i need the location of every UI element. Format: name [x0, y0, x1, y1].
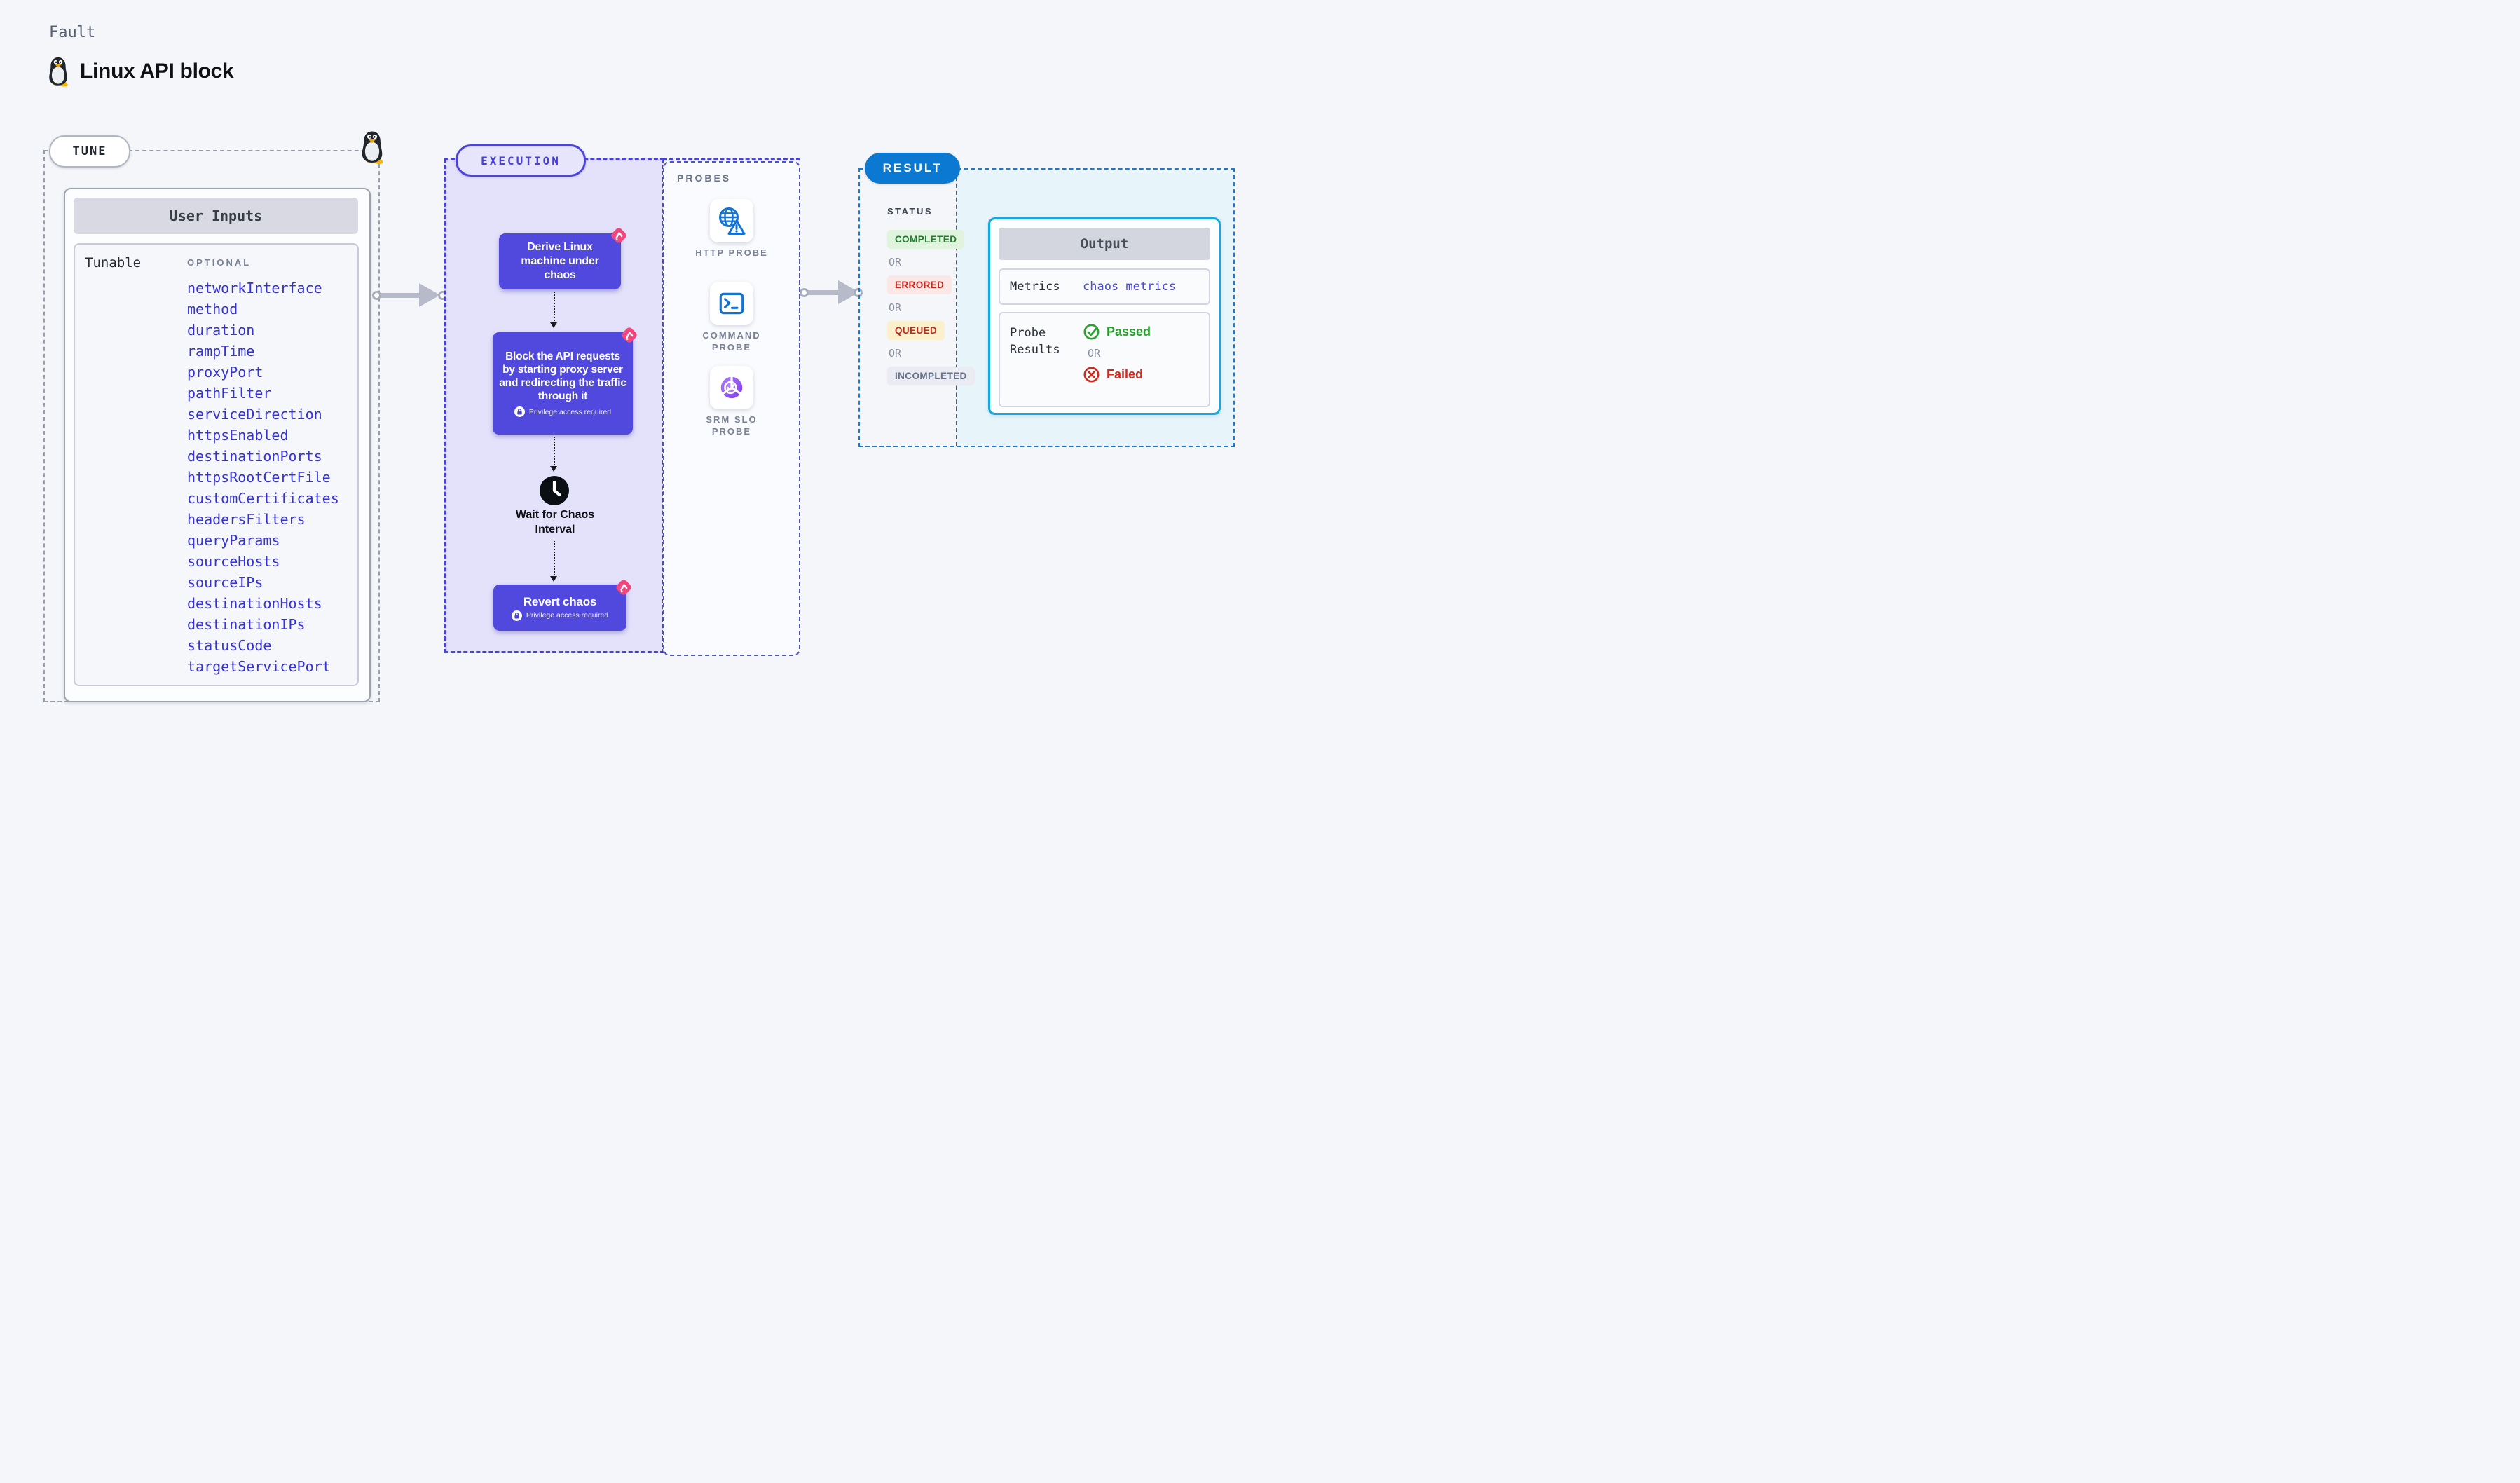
srm-slo-probe-label: SRM SLO PROBE	[706, 414, 758, 437]
param-name: pathFilter	[187, 385, 272, 402]
param-name: sourceHosts	[187, 553, 280, 570]
result-divider	[956, 170, 957, 446]
result-section-box	[858, 168, 1235, 447]
metrics-row: Metrics chaos metrics	[999, 268, 1210, 305]
command-probe-label: COMMAND PROBE	[702, 330, 761, 353]
probes-top-border	[663, 158, 800, 160]
param-name: serviceDirection	[187, 406, 322, 423]
chaos-logo-icon	[609, 226, 629, 245]
param-name: httpsEnabled	[187, 427, 289, 444]
status-badge: OR	[889, 347, 902, 360]
param-name: method	[187, 301, 238, 317]
status-badge: ERRORED	[887, 275, 952, 294]
chaos-logo-icon	[614, 578, 634, 597]
param-name: destinationHosts	[187, 595, 322, 612]
privilege-note-text: Privilege access required	[528, 407, 612, 416]
result-pill: RESULT	[865, 153, 960, 184]
tune-pill: TUNE	[49, 135, 130, 168]
status-badge: QUEUED	[887, 321, 945, 340]
status-badge: COMPLETED	[887, 230, 965, 249]
optional-label: OPTIONAL	[187, 257, 252, 268]
privilege-note: Privilege access required	[514, 406, 611, 417]
param-name: targetServicePort	[187, 658, 331, 675]
globe-warning-icon	[719, 207, 746, 235]
connector-arrow-icon	[550, 576, 557, 582]
privilege-note-text: Privilege access required	[526, 611, 609, 620]
step-block-api: Block the API requests by starting proxy…	[493, 332, 633, 435]
status-badge: OR	[889, 256, 902, 268]
chaos-logo-icon	[619, 325, 639, 345]
step-block-text: Block the API requests by starting proxy…	[499, 350, 626, 402]
passed-line: Passed	[1083, 323, 1151, 341]
http-probe-label: HTTP PROBE	[695, 247, 768, 258]
fault-diagram: Fault Linux API block TUNE User Inputs T…	[0, 0, 1260, 742]
step-derive-text: Derive Linux machine under chaos	[521, 241, 599, 281]
passed-label: Passed	[1107, 324, 1151, 339]
wait-interval-label: Wait for Chaos Interval	[515, 509, 595, 535]
check-circle-icon	[1083, 324, 1100, 340]
probes-label: PROBES	[677, 172, 732, 184]
param-list: networkInterface method duration rampTime pr…	[187, 280, 339, 679]
step-revert-chaos: Revert chaos Privilege access required	[493, 585, 626, 631]
output-title: Output	[999, 228, 1210, 260]
param-name: queryParams	[187, 532, 280, 549]
execution-pill: EXECUTION	[456, 144, 586, 177]
or-label: OR	[1088, 347, 1101, 360]
param-name: duration	[187, 322, 255, 339]
param-name: sourceIPs	[187, 574, 263, 591]
failed-label: Failed	[1107, 367, 1144, 381]
http-probe-card	[710, 199, 753, 242]
wait-clock-icon	[540, 476, 569, 505]
srm-slo-probe-card	[710, 366, 753, 409]
param-name: customCertificates	[187, 490, 339, 507]
slo-gauge-check-icon	[720, 375, 743, 399]
probe-results-label: Probe Results	[1010, 326, 1060, 357]
probe-results-values: Passed OR Failed	[1083, 323, 1151, 383]
param-name: destinationPorts	[187, 448, 322, 465]
metrics-value: chaos metrics	[1083, 280, 1177, 294]
lock-icon	[511, 610, 522, 621]
param-name: headersFilters	[187, 511, 306, 528]
metrics-label: Metrics	[1010, 280, 1060, 294]
param-name: proxyPort	[187, 364, 263, 381]
command-probe-card	[710, 282, 753, 325]
status-badge: INCOMPLETED	[887, 367, 975, 385]
lock-icon	[514, 406, 525, 417]
connector-arrow-icon	[550, 466, 557, 472]
linux-tux-icon	[49, 57, 69, 87]
terminal-icon	[719, 292, 744, 315]
connector-arrow-icon	[550, 322, 557, 328]
page-title-row: Linux API block	[46, 56, 234, 87]
user-inputs-card: User Inputs Tunable OPTIONAL networkInte…	[64, 188, 371, 702]
connector-line	[554, 437, 555, 467]
status-heading: STATUS	[887, 206, 933, 217]
page-title: Linux API block	[80, 60, 234, 83]
output-card: Output Metrics chaos metrics Probe Resul…	[988, 217, 1221, 415]
param-name: destinationIPs	[187, 616, 306, 633]
user-inputs-title: User Inputs	[74, 198, 358, 234]
status-badge: OR	[889, 301, 902, 314]
fault-eyebrow: Fault	[49, 24, 96, 41]
tunable-panel: Tunable OPTIONAL networkInterface method d…	[74, 243, 359, 686]
probe-results-row: Probe Results Passed OR Failed	[999, 312, 1210, 407]
param-name: rampTime	[187, 343, 255, 360]
step-derive-machine: Derive Linux machine under chaos	[499, 233, 621, 289]
param-name: statusCode	[187, 637, 272, 654]
privilege-note: Privilege access required	[511, 610, 609, 621]
x-circle-icon	[1083, 367, 1100, 383]
step-revert-text: Revert chaos	[523, 594, 597, 608]
connector-line	[554, 541, 555, 578]
linux-tux-icon-small	[362, 131, 384, 164]
param-name: networkInterface	[187, 280, 322, 296]
connector-line	[554, 292, 555, 324]
param-name: httpsRootCertFile	[187, 469, 331, 486]
tunable-label: Tunable	[85, 255, 142, 271]
status-list: COMPLETED OR ERRORED OR QUEUED OR INCOMPLETED	[887, 230, 975, 385]
failed-line: Failed	[1083, 366, 1151, 383]
